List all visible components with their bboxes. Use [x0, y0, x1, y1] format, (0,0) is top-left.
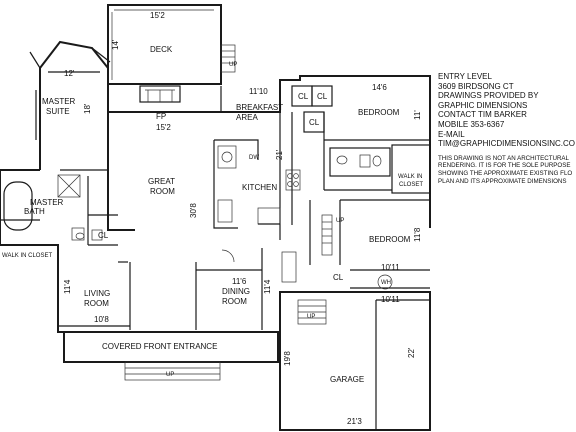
stair-up-label-3: UP	[166, 372, 174, 378]
dim-kitchen-depth: 21'	[275, 149, 284, 160]
room-label-breakfast-2: AREA	[236, 113, 258, 122]
closet-label-1: CL	[298, 92, 309, 101]
stair-up-label-4: UP	[307, 314, 315, 320]
room-label-great-2: ROOM	[150, 187, 175, 196]
dishwasher-label: DW	[249, 155, 259, 161]
dim-bedroom-mid-width: 10'11	[381, 263, 400, 272]
bedroom-mid-walls	[281, 199, 430, 290]
room-label-walk-in-left: WALK IN CLOSET	[2, 253, 52, 259]
email-label: E-MAIL	[438, 129, 465, 139]
disclaimer-line-3: SHOWING THE APPROXIMATE EXISTING FLO	[438, 169, 573, 177]
dim-master-depth: 18'	[83, 103, 92, 114]
dim-bedroom-top-width: 14'6	[372, 83, 387, 92]
kitchen-walls	[213, 112, 301, 240]
entry-level-title: ENTRY LEVEL	[438, 72, 492, 81]
dim-bedroom-top-depth: 11'	[413, 110, 422, 120]
email-address: TIM@GRAPHICDIMENSIONSINC.CO	[438, 139, 576, 149]
room-label-living-1: LIVING	[84, 289, 110, 298]
dim-breakfast-width: 11'10	[249, 87, 268, 96]
room-label-breakfast-1: BREAKFAST	[236, 103, 283, 112]
deck-outline	[107, 4, 236, 85]
dim-dining-width: 11'6	[232, 277, 247, 286]
master-suite-walls	[35, 71, 108, 171]
address: 3609 BIRDSONG CT	[438, 81, 514, 91]
dim-fp-width: 15'2	[156, 123, 171, 132]
water-heater-label: WH	[381, 280, 391, 286]
disclaimer-line-1: THIS DRAWING IS NOT AN ARCHITECTURAL	[438, 154, 569, 162]
room-label-master-2: SUITE	[46, 107, 70, 116]
info-block: ENTRY LEVEL 3609 BIRDSONG CT DRAWINGS PR…	[438, 72, 576, 185]
room-label-kitchen: KITCHEN	[242, 183, 277, 192]
mobile: MOBILE 353-6367	[438, 119, 505, 129]
bedroom-bath-walls	[324, 144, 431, 194]
dim-great-room-depth: 30'8	[189, 203, 198, 218]
dim-dining-depth: 11'4	[263, 279, 272, 294]
closet-label-2: CL	[317, 92, 328, 101]
disclaimer: THIS DRAWING IS NOT AN ARCHITECTURAL REN…	[438, 155, 574, 185]
dim-garage-depth-left: 19'8	[283, 351, 292, 366]
room-label-great-1: GREAT	[148, 177, 175, 186]
dim-deck-width: 15'2	[150, 11, 165, 20]
garage-walls	[279, 291, 431, 431]
closet-label-3: CL	[309, 118, 320, 127]
dim-deck-depth: 14'	[111, 39, 120, 50]
room-label-walk-in-right-1: WALK IN	[398, 174, 422, 180]
room-label-dining-1: DINING	[222, 287, 250, 296]
room-label-dining-2: ROOM	[222, 297, 247, 306]
room-label-bedroom-top: BEDROOM	[358, 108, 400, 117]
dim-bedroom-mid-depth: 11'8	[413, 227, 422, 242]
room-label-bedroom-mid: BEDROOM	[369, 235, 411, 244]
dim-garage-width: 21'3	[347, 417, 362, 426]
stair-up-label-2: UP	[336, 218, 344, 224]
disclaimer-line-4: PLAN AND ITS APPROXIMATE DIMENSIONS	[438, 177, 567, 185]
fireplace	[139, 85, 181, 103]
disclaimer-line-2: RENDERING. IT IS FOR THE SOLE PURPOSE	[438, 162, 571, 170]
room-label-master-1: MASTER	[42, 97, 76, 106]
master-bath-walls	[0, 174, 118, 246]
covered-entrance-outline	[63, 331, 279, 381]
stair-up-label-1: UP	[229, 62, 237, 68]
closet-label-4: CL	[98, 231, 109, 240]
room-label-living-2: ROOM	[84, 299, 109, 308]
dim-living-depth: 11'4	[63, 279, 72, 294]
dim-wh-width: 10'11	[381, 295, 400, 304]
room-label-walk-in-right-2: CLOSET	[399, 182, 423, 188]
room-label-fp: FP	[156, 112, 166, 121]
dim-master-width: 12'	[64, 69, 75, 78]
room-label-master-bath-1: MASTER	[30, 198, 64, 207]
living-room-walls	[58, 261, 131, 330]
room-label-deck: DECK	[150, 45, 173, 54]
room-label-master-bath-2: BATH	[24, 207, 45, 216]
room-label-garage: GARAGE	[330, 375, 364, 384]
dining-room-walls	[195, 248, 263, 330]
provided-by-line-1: DRAWINGS PROVIDED BY	[438, 91, 539, 101]
provided-by-line-2: GRAPHIC DIMENSIONS	[438, 100, 528, 110]
contact: CONTACT TIM BARKER	[438, 110, 527, 120]
closet-label-5: CL	[333, 273, 344, 282]
dim-garage-depth-right: 22'	[407, 347, 416, 358]
breakfast-area-walls	[220, 85, 430, 190]
room-label-covered-entrance: COVERED FRONT ENTRANCE	[102, 342, 217, 351]
dim-living-width: 10'8	[94, 315, 109, 324]
stairs	[309, 200, 341, 265]
